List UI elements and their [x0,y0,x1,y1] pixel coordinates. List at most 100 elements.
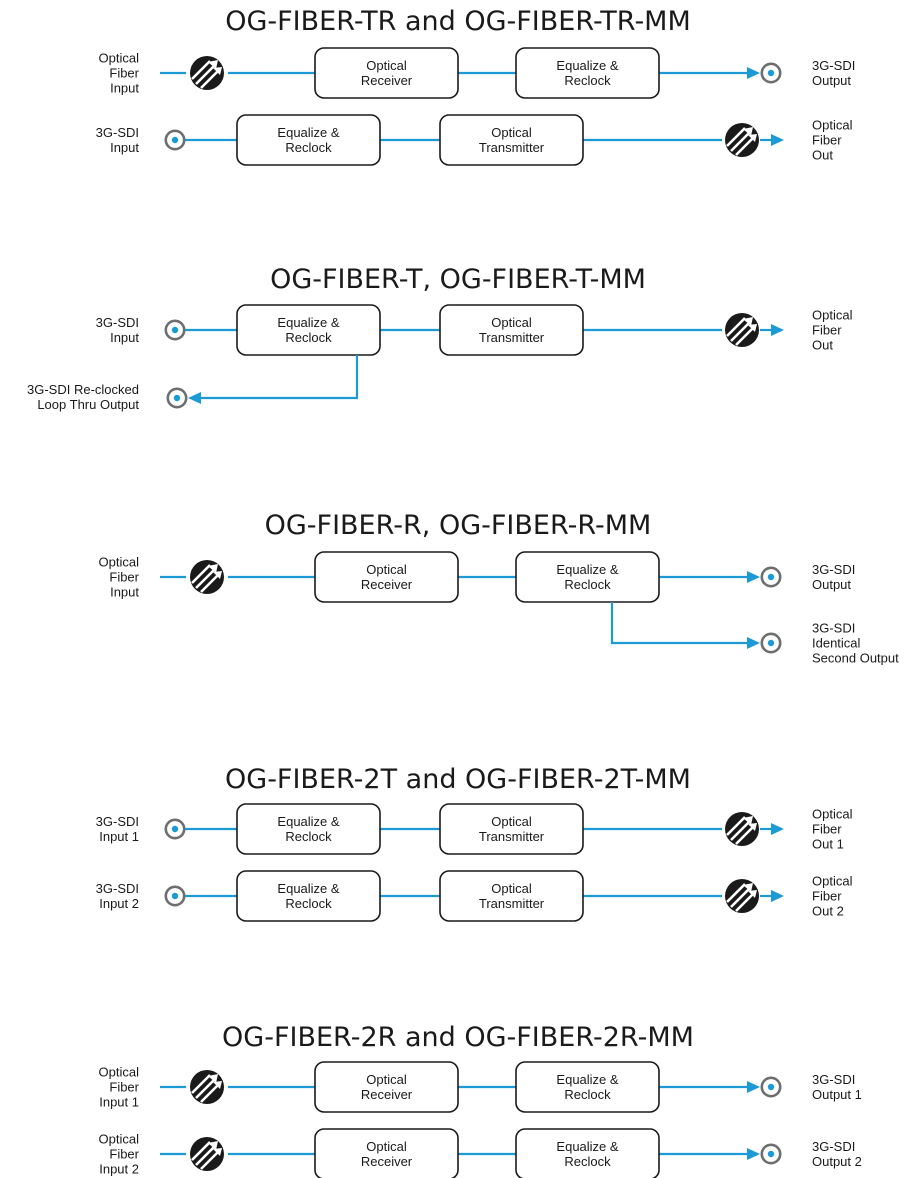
process-block-label-line: Reclock [285,140,332,155]
signal-arrow [747,67,760,79]
process-block-label-line: Optical [491,125,532,140]
process-block-box [515,1128,660,1178]
input-label-line: Optical [99,1065,140,1080]
input-label-line: Input 1 [99,829,139,844]
output-label-line: Out 1 [812,837,844,852]
extra-output-label-line: Loop Thru Output [37,397,139,412]
input-label-line: Input [110,140,139,155]
output-label-line: Optical [812,874,853,889]
process-block-label: Equalize &Reclock [277,881,339,911]
output-label-line: Fiber [812,889,842,904]
process-block-label: Equalize &Reclock [277,315,339,345]
bnc-output-icon [760,1143,782,1165]
process-block-label: Equalize &Reclock [277,125,339,155]
output-label-line: Out 2 [812,904,844,919]
process-block-label-line: Reclock [564,1087,611,1102]
process-block-box [314,47,459,99]
bnc-input-icon [164,818,186,840]
process-block: Equalize &Reclock [236,114,381,166]
bnc-output-icon [760,62,782,84]
input-label-line: Input 2 [99,896,139,911]
optical-fiber-connector-icon [723,311,761,349]
bnc-output-icon [760,566,782,588]
process-block-label-line: Optical [491,814,532,829]
process-block-box [515,47,660,99]
process-block-box [236,304,381,356]
section-title: OG-FIBER-T, OG-FIBER-T-MM [270,264,646,295]
output-label-line: Fiber [812,822,842,837]
process-block-label-line: Reclock [285,829,332,844]
output-label-line: 3G-SDI [812,562,855,577]
process-block-label: Equalize &Reclock [556,1072,618,1102]
input-label-line: 3G-SDI [96,315,139,330]
process-block-label: Equalize &Reclock [556,562,618,592]
output-label-line: Fiber [812,323,842,338]
process-block-box [314,1128,459,1178]
process-block-label-line: Receiver [361,73,413,88]
output-label-line: Out [812,338,833,353]
process-block-box [236,870,381,922]
optical-fiber-connector-icon [188,558,226,596]
input-label-line: 3G-SDI [96,881,139,896]
process-block-label-line: Equalize & [556,1072,618,1087]
process-block-label: Equalize &Reclock [277,814,339,844]
process-block-box [314,1061,459,1113]
bnc-input-icon [164,319,186,341]
process-block-label-line: Reclock [564,1154,611,1169]
output-label-line: Output [812,577,851,592]
process-block-label-line: Transmitter [479,140,545,155]
output-label-line: Output [812,73,851,88]
section-title: OG-FIBER-TR and OG-FIBER-TR-MM [225,6,691,37]
input-label-line: Optical [99,555,140,570]
bnc-loop-output-icon [166,387,188,409]
input-label-line: Optical [99,1132,140,1147]
process-block-label-line: Equalize & [556,58,618,73]
output-label-line: 3G-SDI [812,1072,855,1087]
output-label-line: Optical [812,118,853,133]
optical-fiber-connector-icon [188,1135,226,1173]
extra-output-label-line: 3G-SDI [812,621,855,636]
process-block-label-line: Reclock [285,896,332,911]
process-block-label-line: Optical [491,881,532,896]
process-block-box [439,114,584,166]
process-block-label-line: Optical [366,1139,407,1154]
output-label-line: Optical [812,807,853,822]
second-output-line [610,602,748,645]
output-label-line: Optical [812,308,853,323]
bnc-second-output-icon [760,632,782,654]
output-label-line: 3G-SDI [812,1139,855,1154]
process-block-box [236,114,381,166]
signal-arrow [747,637,760,649]
section-title: OG-FIBER-2R and OG-FIBER-2R-MM [222,1022,694,1053]
process-block-label-line: Reclock [285,330,332,345]
signal-arrow [771,324,784,336]
process-block-label-line: Transmitter [479,829,545,844]
input-label-line: Fiber [109,570,139,585]
extra-output-label-line: 3G-SDI Re-clocked [27,382,139,397]
process-block-label-line: Transmitter [479,896,545,911]
output-label-line: Fiber [812,133,842,148]
process-block-label-line: Reclock [564,73,611,88]
loop-thru-line [200,355,359,400]
optical-fiber-connector-icon [723,877,761,915]
process-block: Equalize &Reclock [236,803,381,855]
bnc-input-icon [164,129,186,151]
